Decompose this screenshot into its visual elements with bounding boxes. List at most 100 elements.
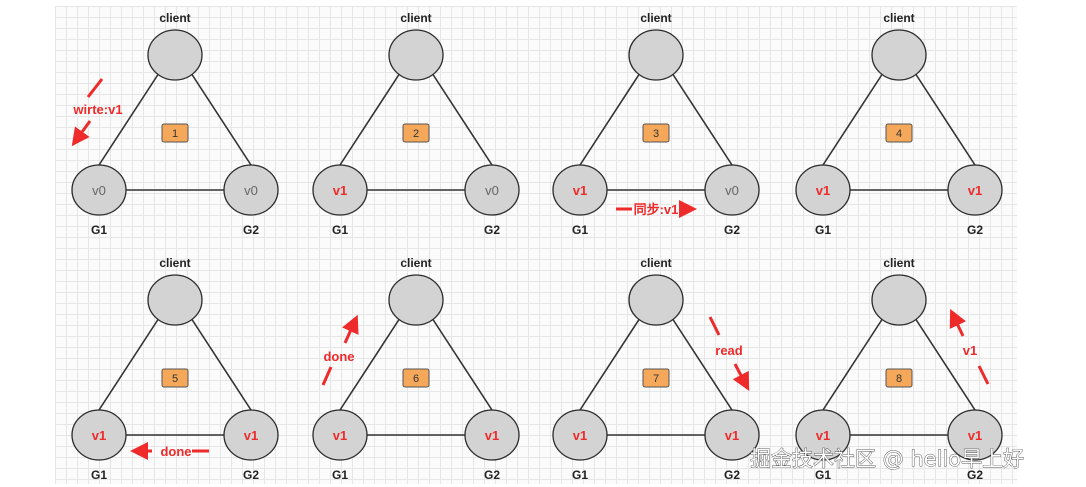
g1-value: v1 [333, 183, 347, 198]
arrow-head [71, 120, 92, 147]
g2-value: v1 [968, 183, 982, 198]
edge-g1-client [98, 317, 160, 411]
step-badge [402, 368, 430, 388]
g2-label: G2 [724, 223, 740, 237]
client-label: client [400, 11, 431, 25]
client-label: client [159, 256, 190, 270]
g1-label: G1 [91, 468, 107, 482]
g2-label: G2 [724, 468, 740, 482]
step-number: 2 [413, 128, 419, 140]
edge-g1-client [579, 72, 641, 166]
client-label: client [640, 256, 671, 270]
g1-value: v1 [92, 428, 106, 443]
annotation-label: v1 [963, 343, 977, 358]
g2-label: G2 [484, 468, 500, 482]
step-number: 8 [896, 373, 902, 385]
client-node [388, 274, 444, 326]
client-label: client [883, 256, 914, 270]
g1-node [312, 409, 368, 461]
arrow-head [949, 308, 966, 337]
g2-node [704, 164, 760, 216]
g1-node [552, 164, 608, 216]
annotation-label: wirte:v1 [72, 102, 122, 117]
g1-value: v1 [573, 183, 587, 198]
client-node [388, 29, 444, 81]
edge-g2-client [190, 72, 252, 166]
g2-value: v0 [244, 183, 258, 198]
g1-label: G1 [332, 468, 348, 482]
step-badge [642, 123, 670, 143]
g2-node [223, 164, 279, 216]
client-node [147, 29, 203, 81]
client-label: client [159, 11, 190, 25]
g2-value: v1 [244, 428, 258, 443]
client-node [147, 274, 203, 326]
g1-value: v1 [333, 428, 347, 443]
annotation-label: read [715, 343, 743, 358]
client-node [871, 29, 927, 81]
arrow-line [708, 316, 721, 336]
step-number: 6 [413, 373, 419, 385]
arrow-line [977, 365, 990, 385]
step-badge [402, 123, 430, 143]
client-node [628, 29, 684, 81]
g1-value: v0 [92, 183, 106, 198]
edge-g2-client [671, 317, 733, 411]
g1-node [312, 164, 368, 216]
step-badge [161, 368, 189, 388]
arrow-line [86, 78, 104, 98]
step-number: 7 [653, 373, 659, 385]
arrow-line [321, 366, 333, 386]
step-number: 3 [653, 128, 659, 140]
g1-label: G1 [572, 223, 588, 237]
annotation-label: done [323, 349, 354, 364]
diagram-canvas [55, 6, 1017, 484]
g2-label: G2 [967, 223, 983, 237]
edge-g2-client [190, 317, 252, 411]
g2-label: G2 [484, 223, 500, 237]
g2-value: v1 [968, 428, 982, 443]
g1-node [795, 164, 851, 216]
g1-value: v1 [816, 183, 830, 198]
g1-label: G1 [815, 468, 831, 482]
g2-value: v1 [485, 428, 499, 443]
arrow-head [732, 363, 750, 391]
client-node [628, 274, 684, 326]
watermark-text: 掘金技术社区 @ hello早上好 [750, 447, 1024, 471]
g2-node [947, 409, 1003, 461]
g1-node [795, 409, 851, 461]
edge-g1-client [339, 317, 401, 411]
edge-g2-client [914, 317, 976, 411]
edge-g2-client [914, 72, 976, 166]
g1-value: v1 [816, 428, 830, 443]
g2-label: G2 [243, 223, 259, 237]
arrow-head [342, 314, 359, 344]
step-number: 4 [896, 128, 902, 140]
step-number: 5 [172, 373, 178, 385]
edge-g1-client [822, 72, 884, 166]
step-number: 1 [172, 128, 178, 140]
client-label: client [640, 11, 671, 25]
annotation-label: done [160, 444, 191, 459]
g1-node [552, 409, 608, 461]
step-badge [885, 368, 913, 388]
g2-node [464, 164, 520, 216]
edge-g2-client [431, 72, 493, 166]
g2-node [223, 409, 279, 461]
g1-label: G1 [332, 223, 348, 237]
client-label: client [883, 11, 914, 25]
g2-label: G2 [967, 468, 983, 482]
g1-label: G1 [91, 223, 107, 237]
client-node [871, 274, 927, 326]
g1-label: G1 [572, 468, 588, 482]
annotation-label: 同步:v1 [634, 202, 679, 217]
step-badge [885, 123, 913, 143]
g2-node [704, 409, 760, 461]
